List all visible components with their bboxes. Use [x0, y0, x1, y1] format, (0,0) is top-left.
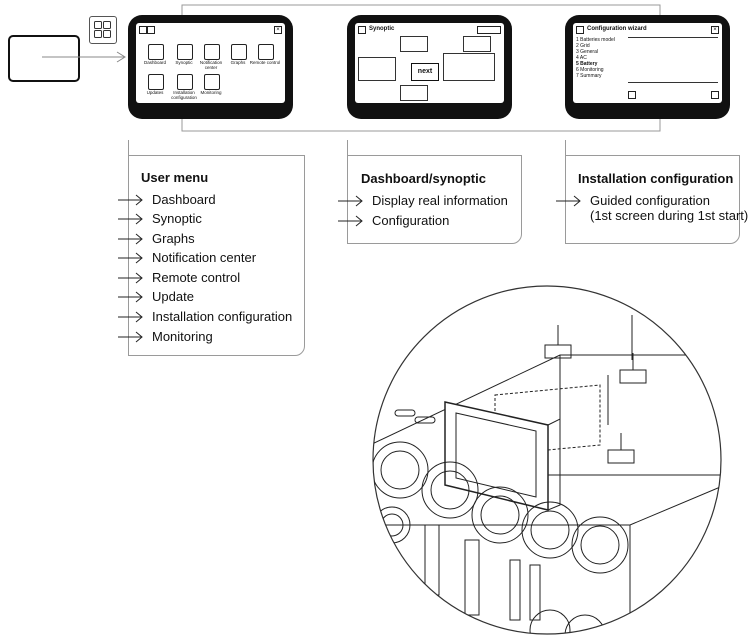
arrow-icon: [118, 272, 143, 284]
wizard-screen: Configuration wizard × 1 Batteries model…: [565, 15, 730, 119]
next-logo-box: next: [411, 63, 439, 81]
menu-grid-icon[interactable]: [89, 16, 117, 44]
load-table: [443, 53, 495, 81]
arrow-icon: [118, 213, 143, 225]
screen-connectors: [181, 4, 661, 132]
updates-tile-icon[interactable]: [148, 74, 164, 90]
monitoring-tile-icon[interactable]: [204, 74, 220, 90]
ac-in-table: [358, 57, 396, 81]
wizard-step: 1 Batteries model: [576, 37, 615, 43]
arrow-icon: [118, 194, 143, 206]
arrow-icon: [118, 291, 143, 303]
arrow-icon: [338, 215, 363, 227]
user-menu-title: User menu: [141, 170, 209, 185]
display-real-information-item[interactable]: Display real information: [372, 193, 508, 208]
next-button[interactable]: [711, 91, 719, 99]
dashboard-tile-label: Dashboard: [143, 60, 166, 65]
menu-item-update[interactable]: Update: [152, 289, 194, 304]
wizard-step: 7 Summary: [576, 73, 602, 79]
home-icon[interactable]: [139, 26, 147, 34]
installation-callout-connector: [565, 140, 566, 155]
synoptic-tile-label: Synoptic: [175, 60, 193, 65]
arrow-icon: [118, 331, 143, 343]
arrow-icon: [118, 252, 143, 264]
menu-screen: × Dashboard Synoptic Notification center…: [128, 15, 293, 119]
menu-item-notification-center[interactable]: Notification center: [152, 250, 257, 265]
synoptic-tile-icon[interactable]: [177, 44, 193, 60]
user-menu-callout-connector: [128, 140, 129, 155]
menu-item-remote-control[interactable]: Remote control: [152, 270, 241, 285]
arrow-icon: [556, 195, 581, 207]
dashboard-synoptic-title: Dashboard/synoptic: [361, 171, 486, 186]
dashboard-tile-icon[interactable]: [148, 44, 164, 60]
wizard-title: Configuration wizard: [587, 26, 647, 32]
remote-control-tile-label: Remote control: [249, 60, 281, 65]
mounting-illustration: [372, 285, 722, 635]
monitoring-tile-label: Monitoring: [200, 90, 222, 95]
back-icon[interactable]: [576, 26, 584, 34]
installation-tile-icon[interactable]: [177, 74, 193, 90]
battery-box: [400, 85, 428, 101]
guided-configuration-note: (1st screen during 1st start): [590, 208, 749, 223]
installation-tile-label: Installation configuration: [171, 90, 197, 100]
wizard-step: 2 Grid: [576, 43, 590, 49]
close-icon[interactable]: ×: [711, 26, 719, 34]
toolbar-icons[interactable]: [477, 26, 501, 34]
device-arrow: [42, 51, 126, 63]
wizard-step-active: 5 Battery: [576, 61, 598, 67]
device-outline: [8, 35, 80, 82]
arrow-icon: [118, 311, 143, 323]
wizard-step: 3 General: [576, 49, 598, 55]
wizard-steps: 1 Batteries model 2 Grid 3 General 4 AC …: [576, 37, 624, 79]
grid-box: [400, 36, 428, 52]
updates-tile-label: Updates: [146, 90, 164, 95]
graphs-tile-label: Graphs: [230, 60, 246, 65]
menu-item-installation-configuration[interactable]: Installation configuration: [152, 309, 293, 324]
installation-configuration-title: Installation configuration: [578, 171, 734, 186]
graphs-tile-icon[interactable]: [231, 44, 247, 60]
arrow-icon: [118, 233, 143, 245]
close-icon[interactable]: ×: [274, 26, 282, 34]
wizard-form: [628, 37, 718, 83]
user-icon[interactable]: [147, 26, 155, 34]
arrow-icon: [338, 195, 363, 207]
configuration-item[interactable]: Configuration: [372, 213, 450, 228]
wizard-step: 6 Monitoring: [576, 67, 604, 73]
menu-item-monitoring[interactable]: Monitoring: [152, 329, 213, 344]
notification-tile-label: Notification center: [199, 60, 223, 70]
synoptic-screen: Synoptic next: [347, 15, 512, 119]
pv-box: [463, 36, 491, 52]
notification-tile-icon[interactable]: [204, 44, 220, 60]
dashboard-synoptic-callout: [347, 155, 522, 244]
menu-item-graphs[interactable]: Graphs: [152, 231, 195, 246]
menu-item-dashboard[interactable]: Dashboard: [152, 192, 216, 207]
prev-button[interactable]: [628, 91, 636, 99]
menu-item-synoptic[interactable]: Synoptic: [152, 211, 202, 226]
synoptic-title: Synoptic: [369, 26, 395, 32]
remote-control-tile-icon[interactable]: [258, 44, 274, 60]
user-menu-callout: [128, 155, 305, 356]
guided-configuration-item[interactable]: Guided configuration: [590, 193, 710, 208]
installation-configuration-callout: [565, 155, 740, 244]
home-icon[interactable]: [358, 26, 366, 34]
dashboard-synoptic-callout-connector: [347, 140, 348, 155]
wizard-step: 4 AC: [576, 55, 587, 61]
